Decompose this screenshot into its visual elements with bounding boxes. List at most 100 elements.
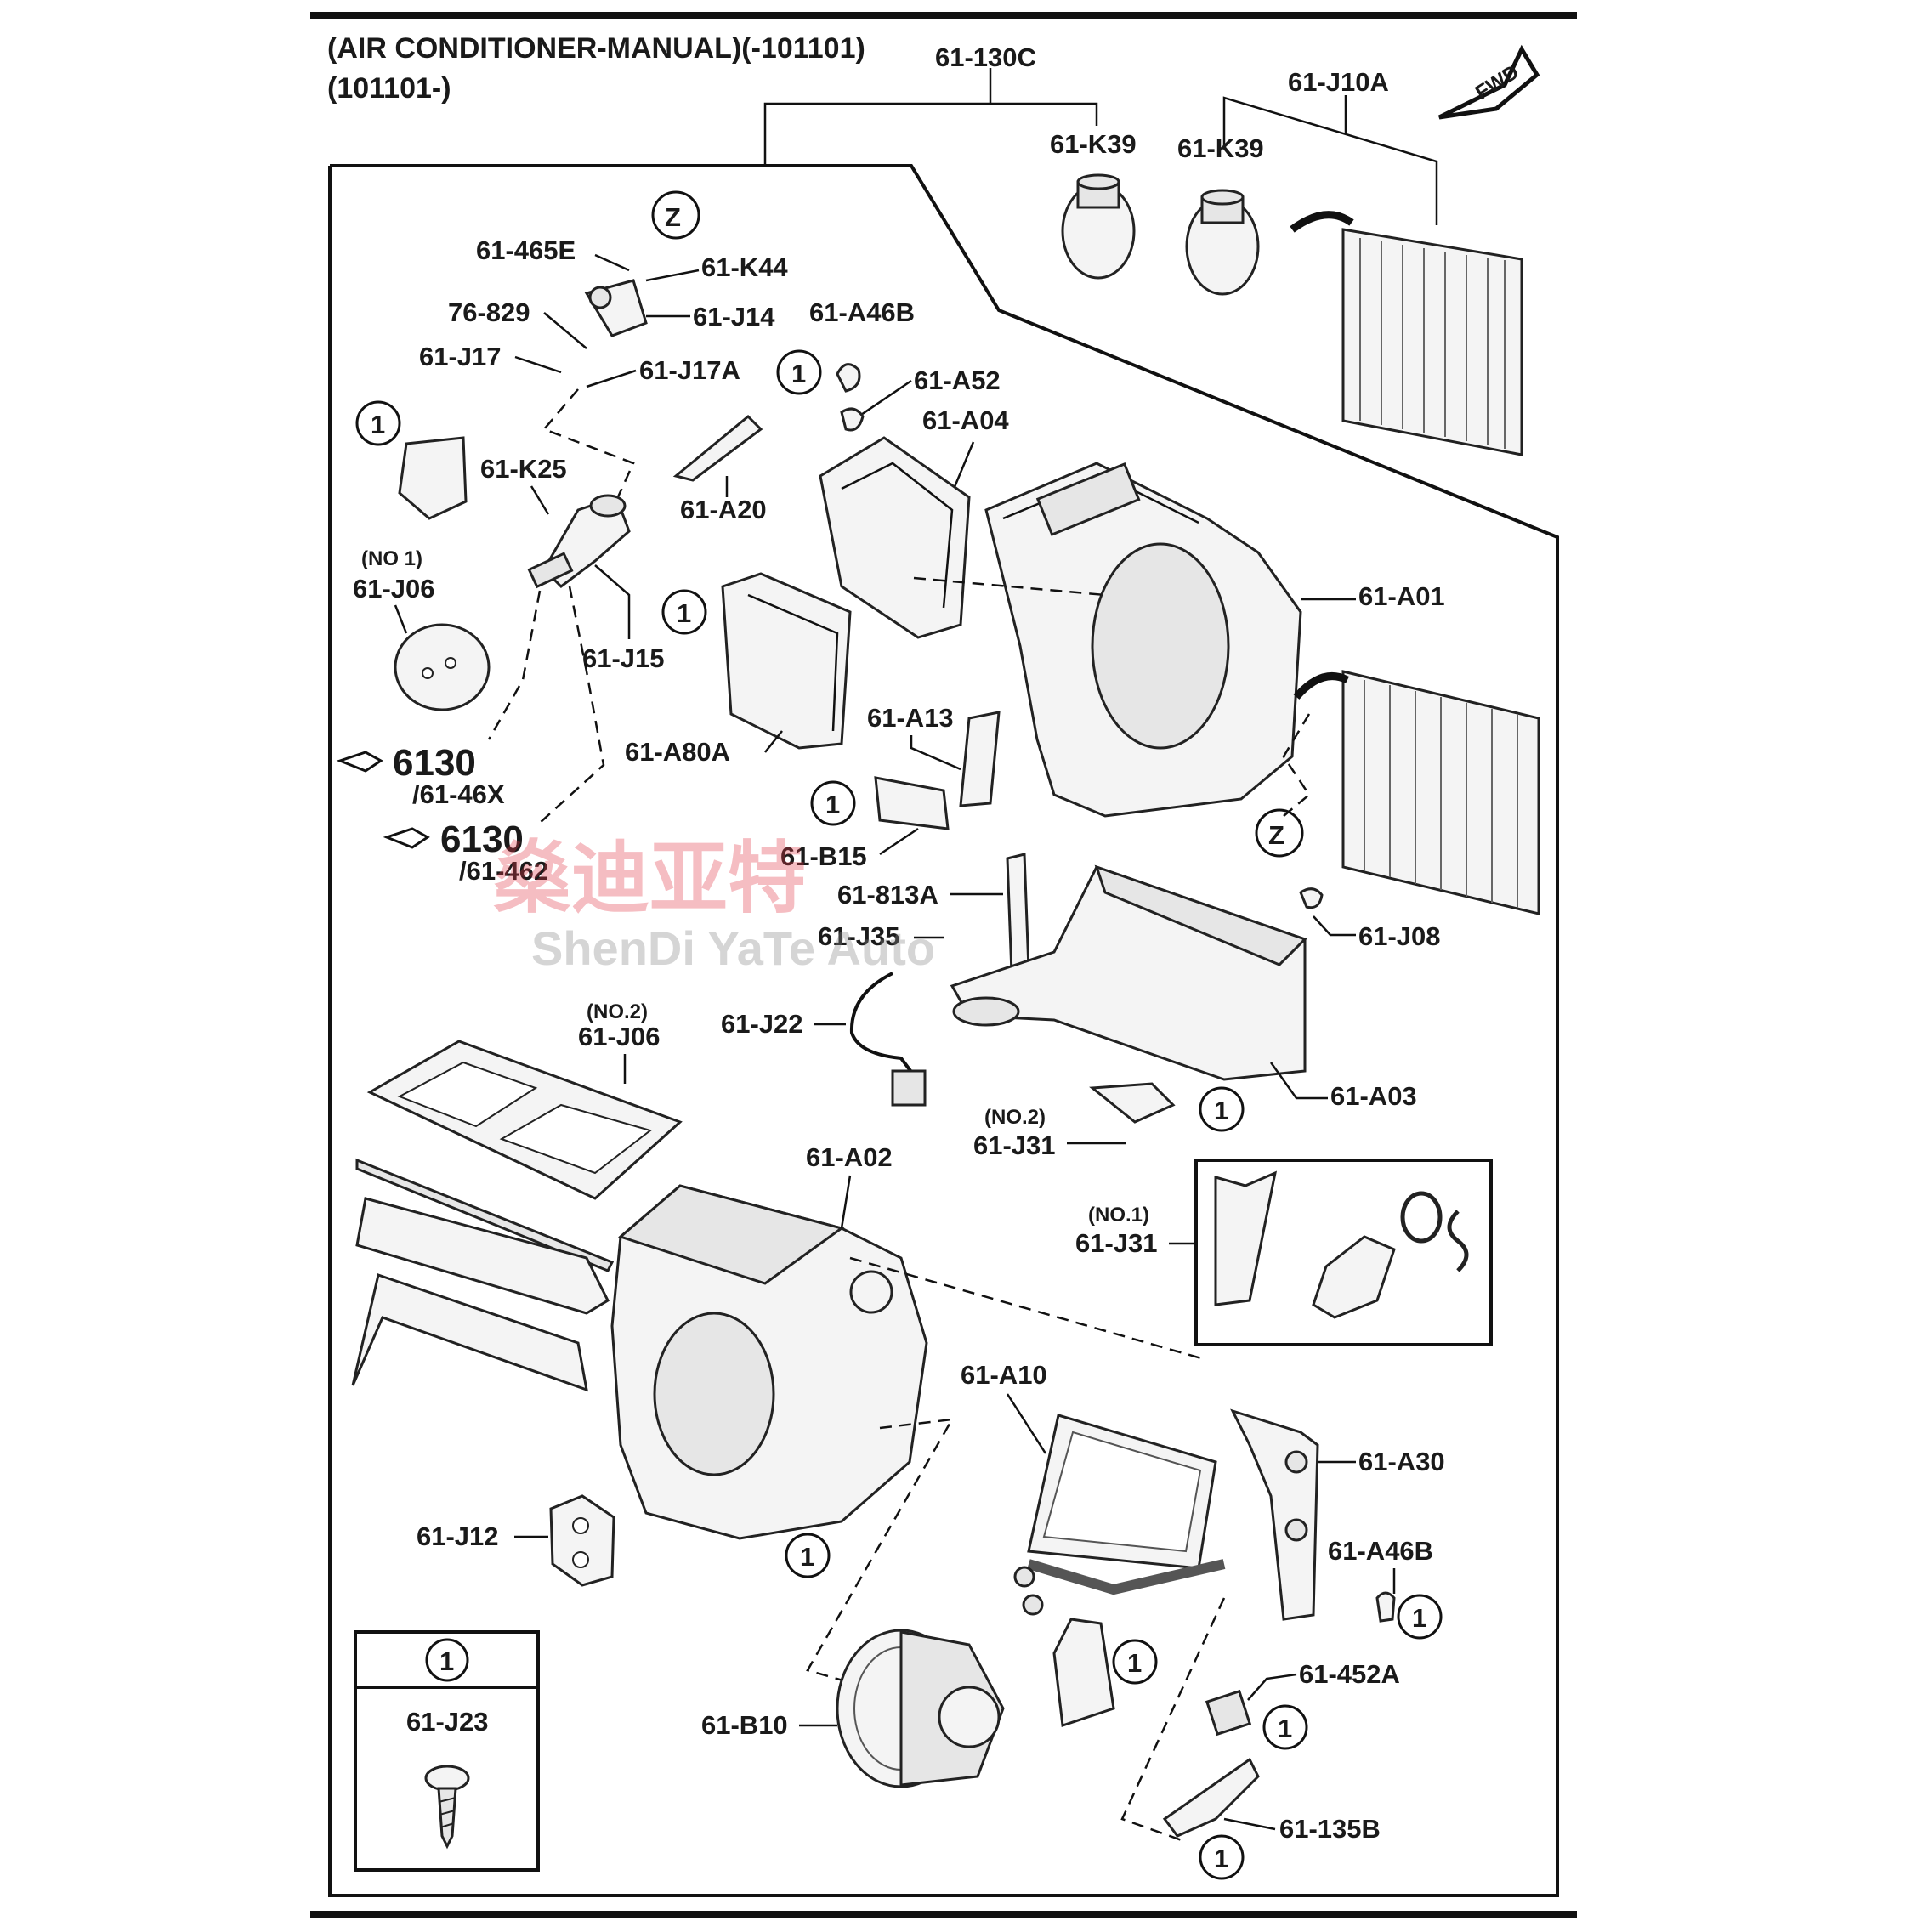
filter-strip-1 <box>355 1158 615 1272</box>
legend-part-label: 61-J23 <box>406 1707 489 1737</box>
label-61-813a: 61-813A <box>837 880 938 909</box>
actuator-bracket-left <box>398 436 468 520</box>
seal-j06-no1 <box>394 623 491 711</box>
callout-z-top <box>651 190 700 240</box>
callout-1-a46b-bottom <box>1397 1594 1443 1640</box>
label-61-b10: 61-B10 <box>701 1710 788 1740</box>
label-61-a30: 61-A30 <box>1358 1447 1445 1476</box>
clip-j08 <box>1299 887 1324 909</box>
linkage-a30 <box>1230 1408 1319 1621</box>
leader-j06-no1 <box>394 604 408 634</box>
seal-j12 <box>549 1494 615 1587</box>
label-61-a20: 61-A20 <box>680 495 767 524</box>
leader-a80a <box>764 730 783 753</box>
label-61-a13: 61-A13 <box>867 703 954 733</box>
evaporator-core-mid <box>1293 670 1540 915</box>
clip-a46b-top <box>836 363 861 393</box>
bracket-j10a <box>1222 96 1438 225</box>
label-61-j31-no2: 61-J31 <box>973 1130 1056 1160</box>
blower-case-a02 <box>610 1184 928 1540</box>
top-rule <box>310 12 1577 19</box>
callout-1-a02 <box>785 1533 831 1578</box>
callout-1-a46b-bottom-text: 1 <box>1412 1603 1426 1633</box>
callout-1-a46b-top-text: 1 <box>791 359 806 388</box>
expansion-valve-k39-left <box>1061 173 1136 280</box>
callout-1-135b <box>1199 1834 1245 1880</box>
callout-1-center <box>1112 1639 1158 1685</box>
air-filter-lower <box>351 1273 588 1392</box>
screw-icon <box>424 1765 470 1850</box>
leader-a02 <box>840 1175 852 1229</box>
label-61-a52: 61-A52 <box>914 365 1001 395</box>
callout-1-left-bracket <box>355 400 401 446</box>
callout-z-bottom <box>1255 808 1304 858</box>
label-61-a04: 61-A04 <box>922 405 1009 435</box>
blower-motor-b10 <box>836 1629 1005 1788</box>
dash-a04-a01 <box>913 576 1106 597</box>
label-61-j10a: 61-J10A <box>1288 67 1389 97</box>
clip-a46b-bottom <box>1375 1591 1396 1623</box>
reference-6130-main: 6130 <box>393 742 476 784</box>
diagram-title: (AIR CONDITIONER-MANUAL)(-101101) <box>327 32 865 65</box>
expansion-valve-j15 <box>527 494 631 589</box>
leader-135b <box>1223 1817 1276 1831</box>
seal-j31-no2 <box>1089 1082 1176 1124</box>
label-61-j17: 61-J17 <box>419 342 502 371</box>
label-61-j06-no2: 61-J06 <box>578 1022 661 1051</box>
actuator-b15 <box>874 776 950 830</box>
dash-j17-to-j15 <box>542 388 635 511</box>
callout-1-b15-text: 1 <box>825 790 840 819</box>
callout-1-a80a <box>661 589 707 635</box>
leader-j08 <box>1313 915 1356 937</box>
watermark-chinese: 燊迪亚特 <box>493 836 806 922</box>
label-61-b15: 61-B15 <box>780 841 867 871</box>
assembly-frame <box>328 164 1559 1897</box>
label-61-a03: 61-A03 <box>1330 1081 1417 1111</box>
duct-a04 <box>819 436 971 639</box>
label-61-j12: 61-J12 <box>417 1521 499 1551</box>
dash-a02-a10 <box>849 1256 1208 1362</box>
bracket-135b <box>1162 1757 1260 1838</box>
label-61-j17a: 61-J17A <box>639 355 740 385</box>
housing-a03 <box>950 864 1307 1081</box>
connector-j22 <box>891 1069 927 1107</box>
label-61-j06-no1: 61-J06 <box>353 574 435 603</box>
leader-a52 <box>858 379 912 418</box>
lever-813a <box>1006 853 1030 975</box>
label-61-a01: 61-A01 <box>1358 581 1445 611</box>
reference-6130-46x: 6130 /61-46X <box>336 742 505 809</box>
legend-callout-1 <box>425 1638 469 1682</box>
leader-76829 <box>543 312 587 349</box>
dash-a02-b10 <box>806 1418 970 1719</box>
door-a13 <box>959 711 1001 807</box>
pointing-hand-icon-2 <box>383 827 430 849</box>
leader-j15 <box>594 564 631 639</box>
harness-j22 <box>849 972 916 1077</box>
thermistor-j14 <box>584 279 648 337</box>
label-61-a46b-bottom: 61-A46B <box>1328 1536 1433 1566</box>
label-61-a80a: 61-A80A <box>625 737 730 767</box>
label-61-k44: 61-K44 <box>701 252 788 282</box>
callout-1-b15 <box>810 780 856 826</box>
air-filter <box>355 1197 610 1315</box>
leader-k25 <box>530 485 550 515</box>
callout-1-left-bracket-text: 1 <box>371 410 385 439</box>
leader-a03 <box>1269 1062 1328 1100</box>
dash-j15-ref1 <box>487 590 542 740</box>
callout-1-a02-text: 1 <box>800 1542 814 1572</box>
clip-a52 <box>840 407 865 432</box>
label-61-135b: 61-135B <box>1279 1814 1381 1844</box>
pointing-hand-icon <box>336 751 383 773</box>
leader-a10 <box>1006 1393 1047 1454</box>
callout-1-452a <box>1262 1704 1308 1750</box>
label-61-k39-right: 61-K39 <box>1177 133 1264 163</box>
leader-a04 <box>950 441 975 494</box>
leader-k44 <box>645 269 700 282</box>
callout-1-a03-text: 1 <box>1214 1096 1228 1125</box>
forward-arrow-icon: FWD <box>1437 44 1540 120</box>
callout-1-a80a-text: 1 <box>677 598 691 628</box>
label-61-j15: 61-J15 <box>582 643 665 673</box>
leader-j17 <box>514 355 562 374</box>
leader-465e <box>594 253 630 272</box>
valve-kit-j31 <box>1312 1191 1469 1319</box>
